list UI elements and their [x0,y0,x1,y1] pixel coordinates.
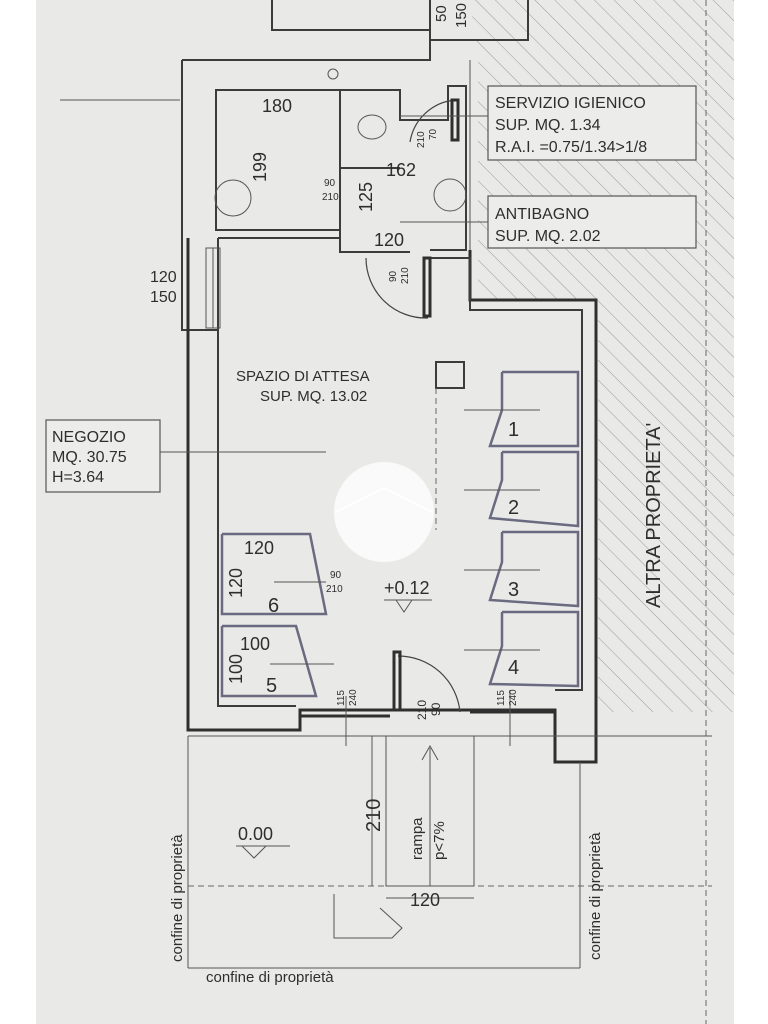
dim-120-stall6-h: 120 [226,568,246,598]
store-outer-wall [186,238,598,764]
servizio-rai: R.A.I. =0.75/1.34>1/8 [495,139,647,156]
confine-left-label: confine di proprietà [169,834,186,962]
attesa-title: SPAZIO DI ATTESA [236,368,370,385]
dim-210-door: 210 [415,700,429,720]
negozio-area: MQ. 30.75 [52,449,127,466]
top-wall [181,60,218,331]
negozio-height: H=3.64 [52,469,104,486]
dim-180: 180 [262,96,292,116]
dim-210-bath: 210 [416,131,427,148]
antibagno-area: SUP. MQ. 2.02 [495,228,601,245]
dim-top-50: 50 [433,5,450,22]
level-exterior: 0.00 [238,824,273,844]
dim-210-a: 210 [322,192,339,203]
dim-120-anti: 120 [374,230,404,250]
dim-210-b: 210 [400,267,411,284]
dim-240-right: 240 [508,689,519,706]
dim-199: 199 [250,152,270,182]
dim-100-stall5-h: 100 [226,654,246,684]
servizio-label-box [487,85,697,161]
antibagno-label-box [487,195,697,249]
neighbour-hatch [470,0,734,712]
dim-115-left: 115 [336,690,347,706]
dim-125: 125 [356,182,376,212]
dim-70-bath: 70 [428,128,439,140]
viewer-overlay-button[interactable] [334,462,434,562]
column [435,361,465,389]
stall-number-2: 2 [508,497,519,519]
stall-number-5: 5 [266,675,277,697]
stalls-left [220,532,334,698]
attesa-area: SUP. MQ. 13.02 [260,388,367,405]
stalls-right [464,370,580,688]
dim-120-ramp: 120 [410,890,440,910]
altra-proprieta-label: ALTRA PROPRIETA' [643,423,665,608]
dim-210-ramp: 210 [363,799,385,832]
stall-number-3: 3 [508,579,519,601]
confine-bottom-label: confine di proprietà [206,969,334,986]
dim-210-c: 210 [326,584,343,595]
dim-115-right: 115 [496,690,507,706]
negozio-label-box [45,419,161,493]
confine-right-label: confine di proprietà [587,832,604,960]
servizio-area: SUP. MQ. 1.34 [495,117,601,134]
dim-150-window: 150 [150,289,177,306]
toilet-symbol [357,114,387,140]
stall-number-6: 6 [268,595,279,617]
dim-top-150: 150 [453,3,470,28]
dim-90-a: 90 [324,178,336,189]
dim-90-c: 90 [330,570,342,581]
floor-drain [327,68,339,80]
chevron-up-icon [335,486,433,513]
dim-90-b: 90 [388,270,399,282]
dim-90-door: 90 [429,702,443,716]
antibagno-title: ANTIBAGNO [495,206,589,223]
stall-number-4: 4 [508,657,519,679]
dim-120-window: 120 [150,269,177,286]
dim-100-stall5-w: 100 [240,634,270,654]
negozio-title: NEGOZIO [52,429,126,446]
dim-240-left: 240 [348,689,359,706]
servizio-title: SERVIZIO IGIENICO [495,95,646,112]
rampa-slope: p<7% [431,821,448,860]
dim-162: 162 [386,160,416,180]
dim-120-stall6-w: 120 [244,538,274,558]
level-interior: +0.12 [384,578,430,598]
stall-number-1: 1 [508,419,519,441]
rampa-label: rampa [409,817,426,860]
